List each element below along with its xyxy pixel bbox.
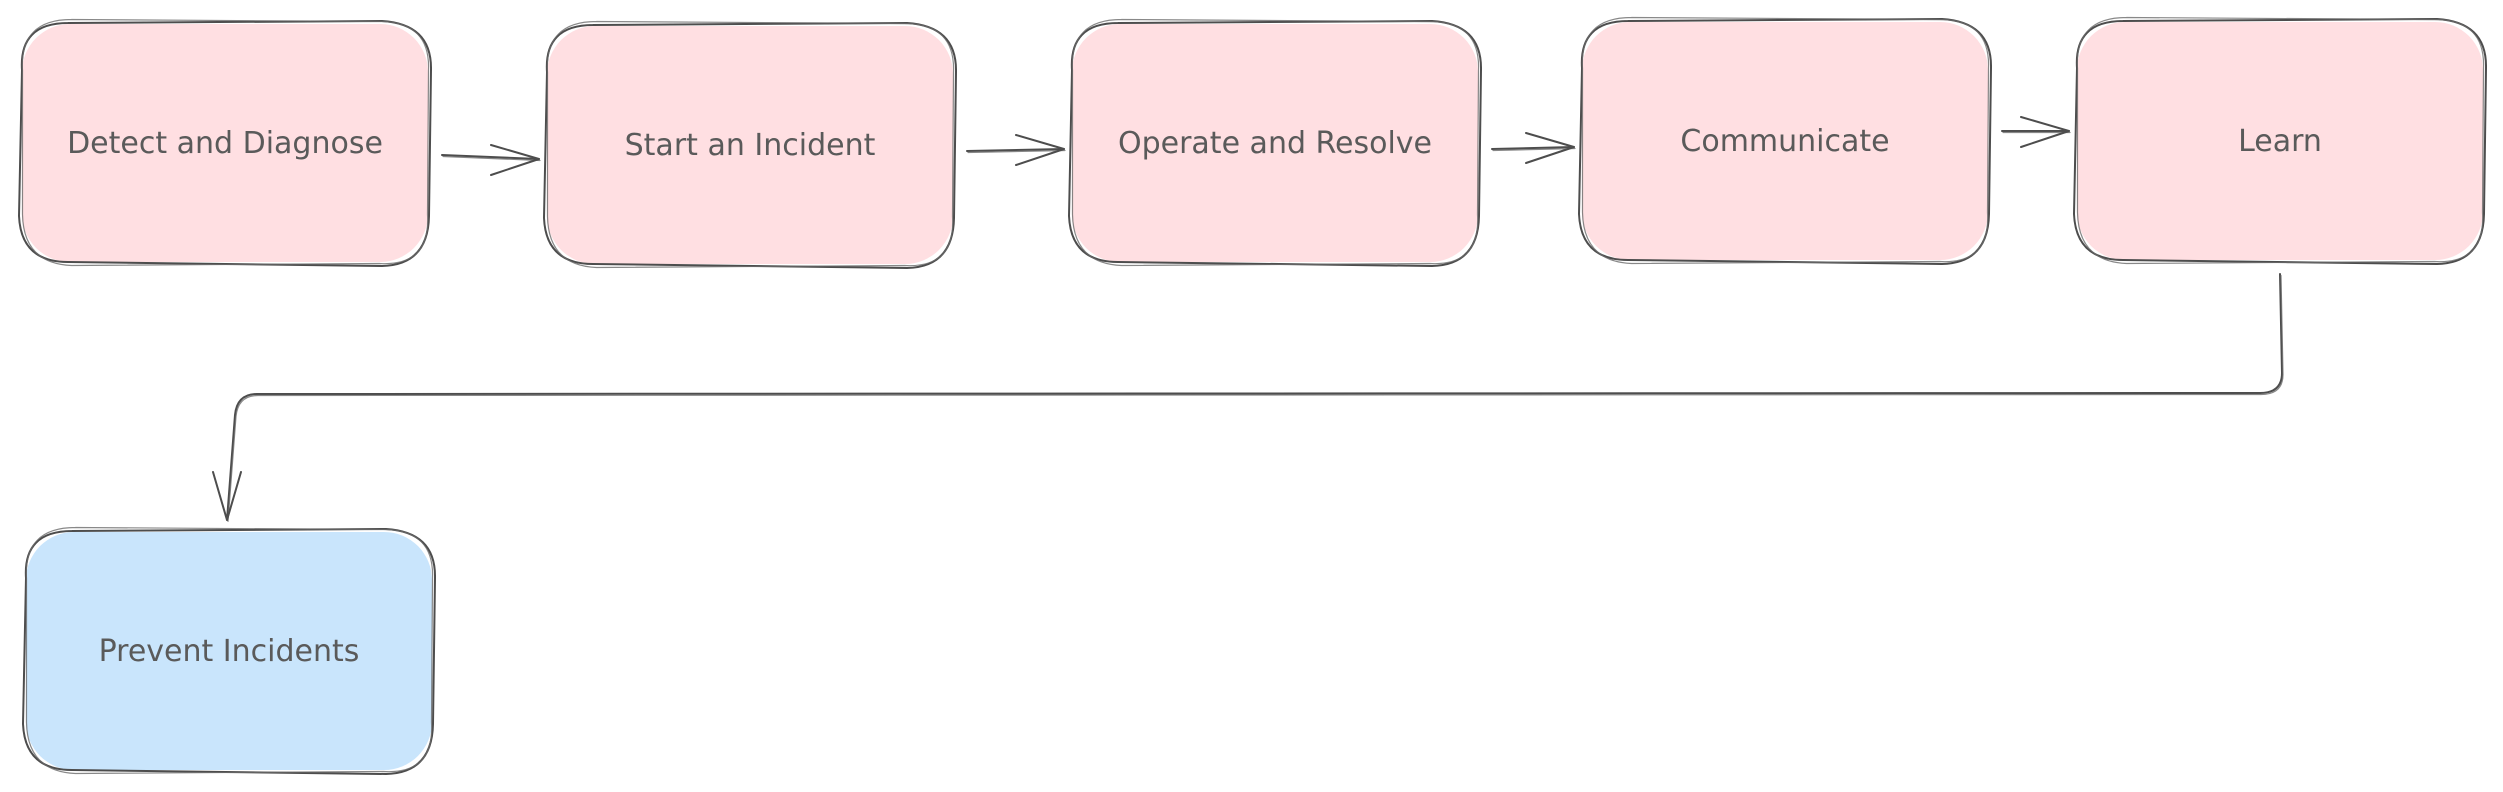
node-border-sketch bbox=[25, 526, 434, 775]
node-learn: Learn bbox=[2073, 16, 2488, 265]
node-fill bbox=[1072, 24, 1478, 262]
edge-line bbox=[1491, 146, 1575, 150]
node-communicate: Communicate bbox=[1578, 16, 1993, 265]
arrowhead bbox=[1015, 134, 1065, 166]
node-border-sketch bbox=[1071, 18, 1480, 267]
edge-line bbox=[441, 154, 540, 160]
node-label: Prevent Incidents bbox=[99, 634, 360, 669]
node-start: Start an Incident bbox=[543, 20, 958, 269]
node-fill bbox=[2077, 22, 2483, 260]
node-border-sketch bbox=[2076, 16, 2485, 265]
edge-line-sketch bbox=[967, 149, 1066, 154]
edge-operate-to-communicate bbox=[1491, 132, 1576, 164]
edge-line-sketch bbox=[1492, 147, 1576, 152]
edge-line bbox=[226, 273, 2283, 521]
node-label: Start an Incident bbox=[625, 128, 876, 163]
edge-communicate-to-learn bbox=[2001, 116, 2071, 148]
node-border-sketch bbox=[1581, 16, 1990, 265]
arrowhead bbox=[490, 144, 540, 176]
node-label: Communicate bbox=[1680, 124, 1889, 159]
node-detect: Detect and Diagnose bbox=[18, 18, 433, 267]
node-operate: Operate and Resolve bbox=[1068, 18, 1483, 267]
node-fill bbox=[22, 24, 428, 262]
node-prevent: Prevent Incidents bbox=[22, 526, 437, 775]
edge-detect-to-start bbox=[441, 144, 541, 176]
arrowhead bbox=[212, 471, 242, 521]
edge-learn-to-prevent bbox=[212, 273, 2284, 523]
edge-line bbox=[966, 148, 1065, 152]
edge-line-sketch bbox=[442, 155, 541, 162]
node-label: Detect and Diagnose bbox=[67, 126, 383, 161]
edge-start-to-operate bbox=[966, 134, 1066, 166]
edges-layer bbox=[212, 116, 2284, 523]
edge-line-sketch bbox=[227, 274, 2284, 523]
node-label: Operate and Resolve bbox=[1118, 126, 1432, 161]
nodes-layer: Detect and Diagnose Start an Incident Oper… bbox=[18, 16, 2488, 775]
node-border-sketch bbox=[21, 18, 430, 267]
node-fill bbox=[1582, 22, 1988, 260]
node-border-sketch bbox=[546, 20, 955, 269]
node-fill bbox=[26, 532, 432, 770]
arrowhead bbox=[1525, 132, 1575, 164]
arrowhead bbox=[2020, 116, 2070, 148]
node-fill bbox=[547, 26, 953, 264]
node-label: Learn bbox=[2238, 124, 2322, 159]
